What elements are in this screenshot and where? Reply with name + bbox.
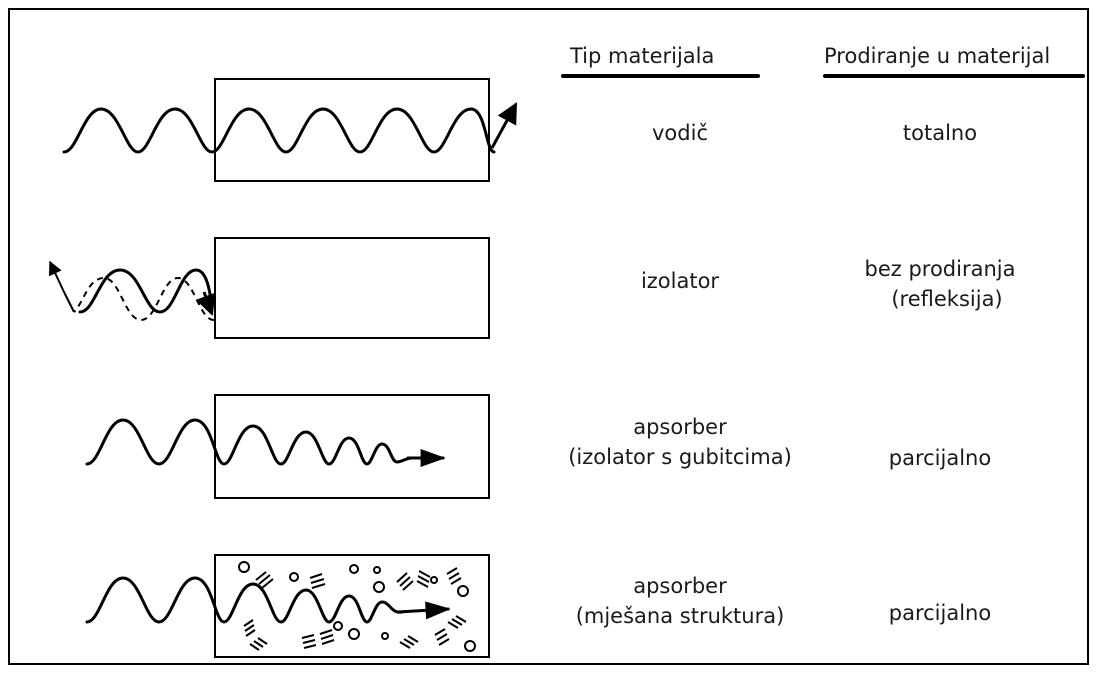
- header-penetration: Prodiranje u materijal: [824, 44, 1051, 68]
- particle-circle: [430, 576, 438, 584]
- mixed-particles: [238, 561, 476, 652]
- penetration-line: totalno: [902, 121, 978, 145]
- material-line: apsorber: [633, 574, 727, 598]
- fiber-cluster: [416, 570, 431, 588]
- fiber-cluster: [309, 573, 326, 589]
- material-insulator: izolator: [550, 266, 810, 296]
- particle-circle: [289, 572, 299, 582]
- fiber-cluster: [447, 615, 467, 629]
- material-line: apsorber: [633, 415, 727, 439]
- material-line: izolator: [640, 269, 720, 293]
- fiber-cluster: [434, 628, 450, 646]
- absorber-mixed-arrow: [397, 601, 451, 620]
- fiber-cluster: [399, 635, 419, 649]
- header-material-type: Tip materijala: [570, 44, 715, 68]
- diagram-frame: Tip materijala Prodiranje u materijal vo…: [8, 8, 1089, 665]
- material-absorber-mixed: apsorber (mješana struktura): [540, 571, 820, 631]
- insulator-incident-wave: [78, 268, 214, 314]
- header-penetration-underline: [823, 74, 1085, 78]
- fiber-cluster: [249, 637, 268, 651]
- penetration-insulator: bez prodiranja (refleksija): [810, 254, 1070, 314]
- particle-circle: [457, 585, 469, 597]
- material-line: vodič: [652, 121, 708, 145]
- particle-circle: [238, 561, 250, 573]
- particle-circle: [373, 581, 385, 593]
- wave-material-figure: [48, 78, 518, 658]
- particle-circle: [348, 628, 360, 640]
- penetration-absorber-lossy: parcijalno: [810, 443, 1070, 473]
- absorber-lossy-block: [214, 394, 490, 499]
- penetration-line: parcijalno: [888, 601, 992, 625]
- conductor-block: [214, 78, 490, 182]
- insulator-diagram: [48, 237, 490, 339]
- particle-circle: [333, 621, 343, 631]
- penetration-line: (refleksija): [891, 287, 1003, 311]
- particle-circle: [349, 564, 359, 574]
- particle-circle: [381, 632, 389, 640]
- header-material-type-underline: [561, 74, 760, 78]
- mixed-fibers: [243, 567, 467, 651]
- fiber-cluster: [255, 571, 274, 589]
- fiber-cluster: [301, 634, 317, 649]
- material-line: (mješana struktura): [575, 604, 785, 628]
- penetration-absorber-mixed: parcijalno: [810, 598, 1070, 628]
- particle-circle: [373, 566, 381, 574]
- insulator-block: [214, 237, 490, 339]
- fiber-cluster: [319, 629, 335, 645]
- material-absorber-lossy: apsorber (izolator s gubitcima): [540, 412, 820, 472]
- particle-circle: [464, 640, 476, 652]
- conductor-diagram: [62, 78, 518, 182]
- insulator-incident-arrow: [195, 291, 216, 316]
- conductor-wave: [62, 107, 496, 154]
- fiber-cluster: [243, 619, 256, 637]
- fiber-cluster: [396, 572, 414, 591]
- absorber-lossy-diagram: [85, 394, 490, 499]
- absorber-mixed-diagram: [85, 554, 490, 658]
- material-line: (izolator s gubitcima): [568, 445, 792, 469]
- material-conductor: vodič: [550, 118, 810, 148]
- conductor-exit-arrow: [490, 102, 518, 149]
- fiber-cluster: [446, 567, 462, 585]
- absorber-mixed-wave: [85, 576, 404, 624]
- insulator-reflected-arrow: [48, 260, 65, 293]
- penetration-line: parcijalno: [888, 446, 992, 470]
- penetration-conductor: totalno: [810, 118, 1070, 148]
- absorber-lossy-wave: [85, 418, 414, 466]
- insulator-reflected-tail: [63, 291, 75, 313]
- penetration-line: bez prodiranja: [864, 257, 1016, 281]
